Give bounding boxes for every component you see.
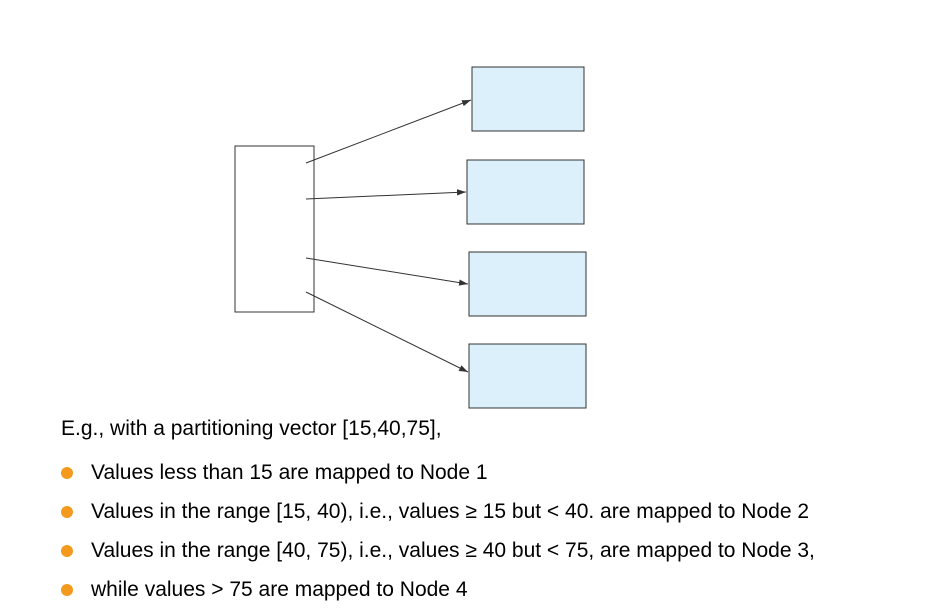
partitioning-diagram xyxy=(234,66,587,409)
arrow-to-node-1 xyxy=(305,99,472,164)
bullet-item: Values less than 15 are mapped to Node 1 xyxy=(61,453,815,492)
bullet-dot-icon xyxy=(61,505,73,518)
node-2-box xyxy=(466,159,585,225)
intro-text: E.g., with a partitioning vector [15,40,… xyxy=(61,417,442,440)
arrow-to-node-2 xyxy=(305,189,467,200)
bullet-dot-icon xyxy=(61,544,73,557)
node-4-box xyxy=(468,343,587,409)
bullet-text: Values in the range [40, 75), i.e., valu… xyxy=(91,538,815,562)
bullet-item: Values in the range [15, 40), i.e., valu… xyxy=(61,492,815,531)
bullet-text: while values > 75 are mapped to Node 4 xyxy=(91,577,468,601)
bullet-text: Values in the range [15, 40), i.e., valu… xyxy=(91,499,810,523)
arrow-to-node-3 xyxy=(305,257,469,286)
bullet-dot-icon xyxy=(61,466,73,479)
bullet-item: while values > 75 are mapped to Node 4 xyxy=(61,570,815,609)
bullet-dot-icon xyxy=(61,583,73,596)
bullet-item: Values in the range [40, 75), i.e., valu… xyxy=(61,531,815,570)
arrow-to-node-4 xyxy=(305,291,469,373)
bullet-list: Values less than 15 are mapped to Node 1… xyxy=(61,453,815,609)
node-1-box xyxy=(471,66,585,132)
bullet-text: Values less than 15 are mapped to Node 1 xyxy=(91,460,488,484)
source-partition-box xyxy=(234,145,315,313)
node-3-box xyxy=(468,251,587,317)
